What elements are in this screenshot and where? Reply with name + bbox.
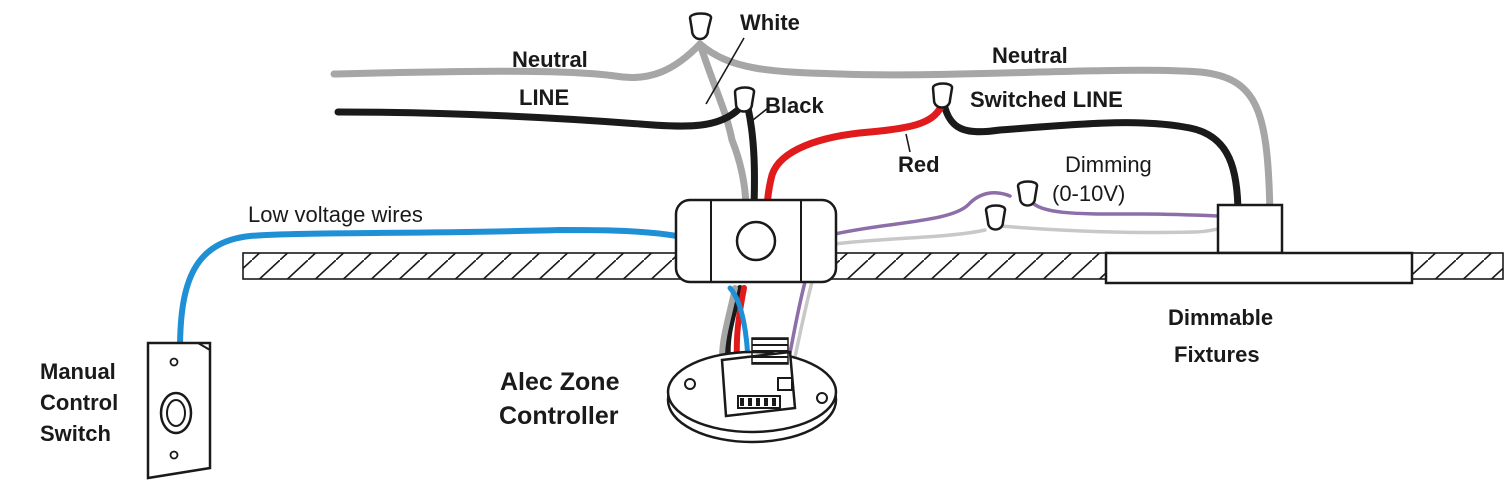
wire-nut-dimming-2 bbox=[984, 204, 1007, 231]
label-red: Red bbox=[898, 152, 940, 177]
label-dimming: Dimming bbox=[1065, 152, 1152, 177]
label-controller: Controller bbox=[499, 402, 619, 430]
label-dimming-range: (0-10V) bbox=[1052, 181, 1125, 206]
neutral-wires bbox=[330, 40, 1274, 219]
wire-nut-neutral bbox=[688, 12, 713, 41]
label-alec-zone: Alec Zone bbox=[500, 368, 620, 396]
wire-nut-switched bbox=[931, 82, 954, 109]
wire-nut-dimming-1 bbox=[1016, 180, 1039, 207]
label-neutral-left: Neutral bbox=[512, 47, 588, 72]
dimmable-fixture bbox=[1104, 203, 1414, 285]
manual-control-switch bbox=[146, 341, 212, 480]
low-voltage-wire bbox=[177, 226, 680, 353]
alec-zone-controller bbox=[666, 337, 838, 444]
wire-nut-line bbox=[733, 86, 756, 113]
label-fixtures: Fixtures bbox=[1174, 342, 1260, 367]
label-dimmable: Dimmable bbox=[1168, 305, 1273, 330]
label-control: Control bbox=[40, 390, 118, 415]
label-low-voltage: Low voltage wires bbox=[248, 202, 423, 227]
label-switch: Switch bbox=[40, 421, 111, 446]
label-black: Black bbox=[765, 93, 824, 118]
label-white: White bbox=[740, 10, 800, 35]
label-switched-line: Switched LINE bbox=[970, 87, 1123, 112]
leader-lines bbox=[705, 37, 911, 153]
red-wire bbox=[763, 100, 946, 209]
label-manual: Manual bbox=[40, 359, 116, 384]
line-wires bbox=[334, 100, 1242, 219]
label-line: LINE bbox=[519, 85, 569, 110]
dimming-wires bbox=[833, 191, 1220, 246]
junction-box bbox=[674, 198, 838, 284]
label-neutral-right: Neutral bbox=[992, 43, 1068, 68]
